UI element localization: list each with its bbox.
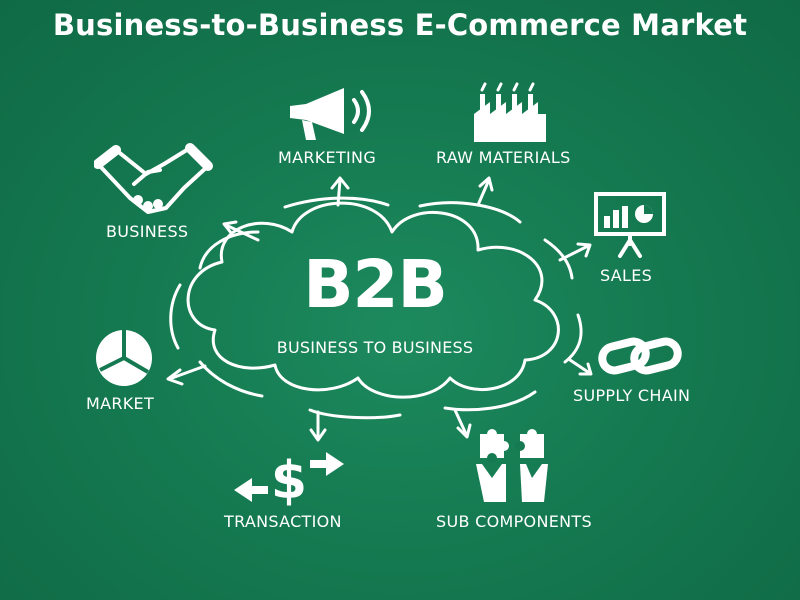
cloud-outline bbox=[186, 201, 560, 399]
page-title: Business-to-Business E-Commerce Market bbox=[52, 8, 748, 42]
node-label-raw-materials: RAW MATERIALS bbox=[436, 148, 571, 167]
handshake-icon bbox=[94, 142, 214, 218]
puzzle-hands-icon bbox=[470, 428, 560, 508]
swoosh-right-top bbox=[543, 238, 574, 280]
arrow-sales bbox=[558, 242, 592, 262]
dollar-arrows-icon: $ bbox=[230, 446, 348, 510]
swoosh-right bbox=[563, 313, 583, 364]
chain-link-icon bbox=[596, 332, 682, 378]
node-label-marketing: MARKETING bbox=[278, 148, 377, 167]
node-label-business: BUSINESS bbox=[106, 222, 189, 241]
b2b-subheading: BUSINESS TO BUSINESS bbox=[276, 338, 474, 357]
factory-icon bbox=[470, 80, 550, 144]
arrow-business bbox=[222, 220, 260, 242]
b2b-heading: B2B bbox=[303, 246, 448, 323]
node-label-supply-chain: SUPPLY CHAIN bbox=[573, 386, 691, 405]
arrow-raw-materials bbox=[476, 176, 494, 207]
arrow-marketing bbox=[330, 176, 350, 207]
node-label-sub-components: SUB COMPONENTS bbox=[436, 512, 592, 531]
arrow-sub-components bbox=[453, 408, 472, 439]
node-label-sales: SALES bbox=[600, 266, 653, 285]
pie-chart-icon bbox=[92, 326, 156, 390]
arrow-transaction bbox=[309, 410, 327, 442]
node-label-market: MARKET bbox=[86, 394, 155, 413]
arrow-market bbox=[166, 364, 207, 386]
swoosh-top-right bbox=[418, 201, 522, 224]
swoosh-left bbox=[169, 283, 182, 350]
swoosh-bottom-right bbox=[443, 390, 537, 412]
presentation-board-icon bbox=[592, 190, 668, 260]
arrow-supply-chain bbox=[568, 358, 593, 376]
megaphone-icon bbox=[282, 82, 382, 144]
swoosh-bottom bbox=[308, 408, 402, 420]
swoosh-top-left bbox=[198, 230, 260, 270]
node-label-transaction: TRANSACTION bbox=[224, 512, 342, 531]
svg-text:$: $ bbox=[271, 451, 307, 510]
